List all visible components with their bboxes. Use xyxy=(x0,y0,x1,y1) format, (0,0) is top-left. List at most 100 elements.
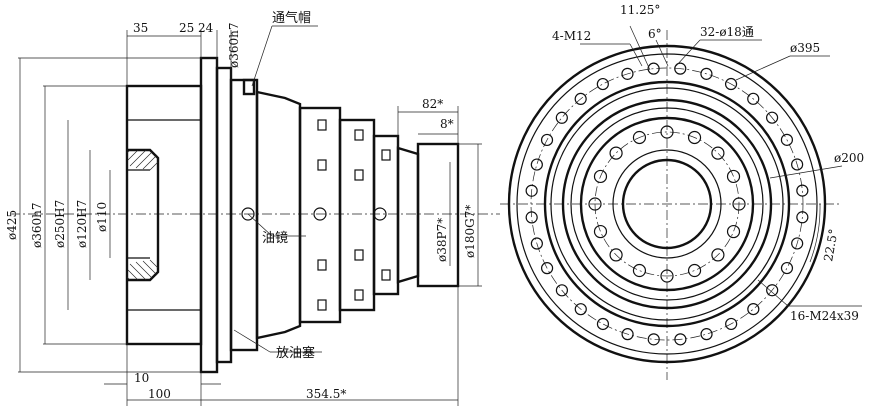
mid-ring-2 xyxy=(550,87,784,321)
inner-ring-3 xyxy=(579,116,755,292)
dim-180G7: ø180G7* xyxy=(463,205,477,258)
plug-circle-2 xyxy=(373,207,387,221)
outer-bolt-hole xyxy=(555,284,569,297)
dim-110: ø110 xyxy=(95,202,109,232)
dim-425: ø425 xyxy=(5,210,19,240)
top-dimensions xyxy=(126,30,459,148)
diameter-dimensions xyxy=(18,57,482,373)
dim-38P7: ø38P7* xyxy=(435,218,449,262)
dim-360h7-top: ø360h7 xyxy=(227,23,241,69)
outer-bolt-hole xyxy=(765,111,779,124)
label-32-holes: 32-ø18通 xyxy=(700,25,754,39)
housing-1 xyxy=(229,78,259,352)
inner-bolt-hole xyxy=(726,224,741,239)
angle-11-25: 11.25° xyxy=(620,3,660,17)
inner-bolt-hole xyxy=(687,263,702,278)
label-d200: ø200 xyxy=(834,151,864,165)
plug-circle-1 xyxy=(313,207,327,221)
bore xyxy=(621,158,713,250)
outer-bolt-hole xyxy=(540,262,554,275)
outer-bolt-hole xyxy=(700,328,713,341)
inner-bolt-hole xyxy=(609,146,623,160)
inner-ring-1 xyxy=(561,98,773,310)
dim-24: 24 xyxy=(198,21,214,35)
outer-bolt-hole xyxy=(574,92,587,106)
outer-bolt-hole xyxy=(647,62,660,75)
outer-bolt-hole xyxy=(525,211,538,224)
mid-ring xyxy=(543,80,791,328)
inner-bolt-hole xyxy=(609,248,623,262)
outer-bolt-hole xyxy=(725,317,738,331)
outer-bolt-hole xyxy=(796,211,809,224)
outer-bolt-hole xyxy=(596,317,610,331)
inner-bolt-hole xyxy=(588,197,602,211)
outer-bolt-hole xyxy=(596,77,609,91)
inner-bolt-hole xyxy=(632,130,647,145)
dim-8: 8* xyxy=(440,117,454,131)
note-breather: 通气帽 xyxy=(272,10,311,26)
outer-bolt-hole xyxy=(766,284,779,297)
dim-35: 35 xyxy=(133,21,148,35)
inner-bolt-hole xyxy=(593,224,608,239)
inner-bolt-hole xyxy=(660,269,674,283)
hub-hatching xyxy=(126,149,159,281)
dim-354-5: 354.5* xyxy=(306,387,346,401)
label-d395: ø395 xyxy=(790,41,820,55)
label-4-m12: 4-M12 xyxy=(552,29,591,43)
breather-cap xyxy=(242,78,256,96)
hub-outer xyxy=(612,149,722,259)
dim-25: 25 xyxy=(179,21,194,35)
outer-bolt-hole xyxy=(574,303,587,316)
outer-bolt-hole xyxy=(540,133,554,147)
dim-82: 82* xyxy=(422,97,443,111)
outer-bolt-hole xyxy=(791,237,804,250)
main-flange xyxy=(199,56,219,374)
bolt-circle-outer xyxy=(530,67,804,341)
outer-bolt-hole xyxy=(530,237,543,250)
adapter xyxy=(396,146,420,284)
housing-2 xyxy=(255,90,302,340)
angle-22-5: 22.5° xyxy=(821,228,840,263)
inner-bolt-hole xyxy=(711,146,725,160)
outer-bolt-hole xyxy=(724,77,738,91)
motor-flange xyxy=(416,142,460,288)
outer-bolt-hole xyxy=(700,67,713,80)
outer-bolt-hole xyxy=(621,67,634,80)
sight-glass-circle xyxy=(241,207,255,221)
outer-bolt-hole xyxy=(647,333,660,346)
inner-bolt-hole xyxy=(726,169,741,184)
dim-360h7: ø360h7 xyxy=(30,203,44,249)
front-leaders xyxy=(580,25,862,307)
bolt-circle-inner xyxy=(594,131,740,277)
outer-bolt-hole xyxy=(796,184,809,197)
inner-bolt-hole xyxy=(660,125,674,139)
note-drain-plug: 放油塞 xyxy=(276,345,315,361)
dim-250H7: ø250H7 xyxy=(53,200,67,248)
bottom-dimensions xyxy=(104,286,459,406)
dim-10: 10 xyxy=(134,371,149,385)
flange-ring xyxy=(215,66,233,364)
hub-section xyxy=(127,148,160,282)
inner-bolt-hole xyxy=(632,263,647,278)
angle-6: 6° xyxy=(648,27,662,41)
outer-bolt-hole xyxy=(780,133,794,146)
outer-bolt-hole xyxy=(747,302,760,316)
outer-bolt-hole xyxy=(621,328,634,341)
inner-bolt-hole xyxy=(687,130,702,145)
outer-bolt-hole xyxy=(674,333,687,346)
bolt-heads xyxy=(317,119,391,311)
note-sight-glass: 油镜 xyxy=(262,231,288,246)
outer-bolt-hole xyxy=(525,184,538,197)
housing-3 xyxy=(298,106,342,324)
label-16-m24: 16-M24x39 xyxy=(790,309,859,323)
inner-bolt-hole xyxy=(732,197,746,211)
side-view: 35 25 24 ø360h7 通气帽 82* 8* ø425 ø360h7 ø… xyxy=(5,10,500,406)
outer-rim-inner xyxy=(516,53,818,355)
outer-bolt-hole xyxy=(674,62,687,75)
outer-bolt-hole xyxy=(791,158,804,171)
left-housing xyxy=(125,84,203,346)
outer-bolt-hole xyxy=(530,158,543,171)
inner-bolt-hole xyxy=(711,248,725,262)
inner-bolt-holes xyxy=(588,125,746,283)
